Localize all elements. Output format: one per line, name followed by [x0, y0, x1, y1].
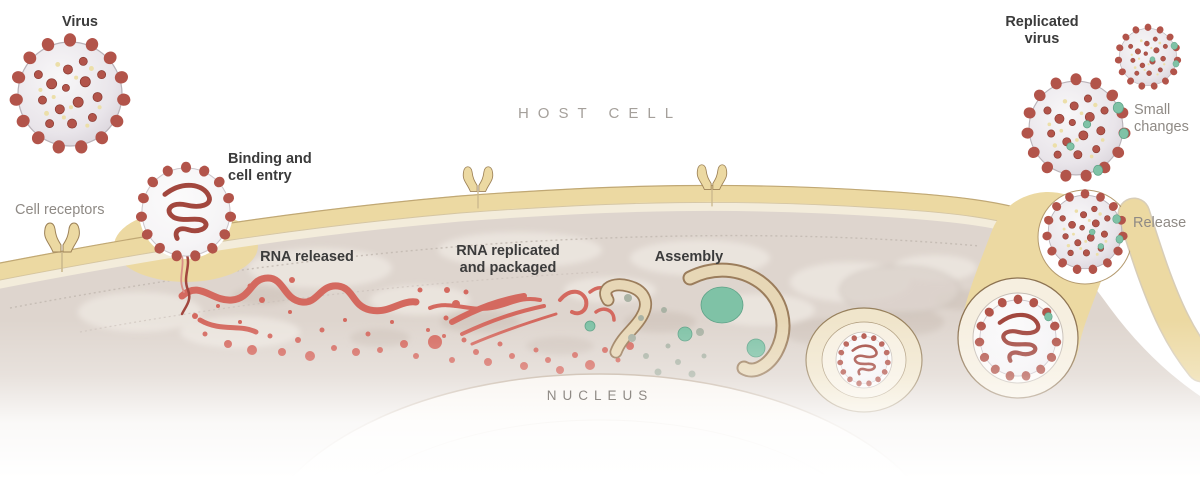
label-small-changes: Small changes: [1134, 102, 1189, 136]
replicated-virus-small-icon: [1115, 24, 1182, 91]
label-assembly: Assembly: [654, 249, 724, 265]
er-lines: [9, 234, 981, 333]
label-cell-receptors: Cell receptors: [15, 202, 105, 218]
label-replicated-virus: Replicated virus: [1005, 14, 1079, 48]
label-virus: Virus: [61, 14, 99, 30]
label-release: Release: [1133, 215, 1187, 231]
replicated-virus-icon: [1021, 73, 1131, 182]
label-binding-and-cell-entry: Binding and cell entry: [228, 151, 312, 185]
label-nucleus: NUCLEUS: [546, 388, 654, 403]
label-host-cell: HOST CELL: [517, 105, 683, 122]
release-virus-icon: [1042, 189, 1128, 275]
bottom-fade: [0, 320, 1200, 478]
virus-icon: [9, 33, 131, 154]
label-rna-released: RNA released: [260, 249, 354, 265]
binding-virus-icon: [135, 162, 236, 316]
label-rna-replicated-and-packaged: RNA replicated and packaged: [456, 243, 560, 277]
